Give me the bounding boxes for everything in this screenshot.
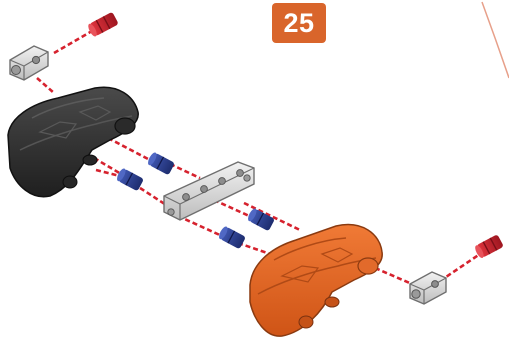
red-connector-bottom-icon — [473, 234, 503, 259]
red-connector-top-icon — [87, 12, 119, 38]
grey-angle-connector-bottom-icon — [410, 272, 446, 304]
grey-angle-connector-top-icon — [10, 46, 48, 80]
callout-line — [482, 2, 509, 78]
blue-connector-icon — [115, 167, 144, 191]
step-number-badge: 25 — [272, 3, 326, 43]
orange-shell-panel-icon — [250, 225, 382, 337]
guide-lines — [37, 31, 480, 284]
blue-connector-icon — [217, 225, 246, 249]
blue-connector-icon — [146, 151, 175, 175]
